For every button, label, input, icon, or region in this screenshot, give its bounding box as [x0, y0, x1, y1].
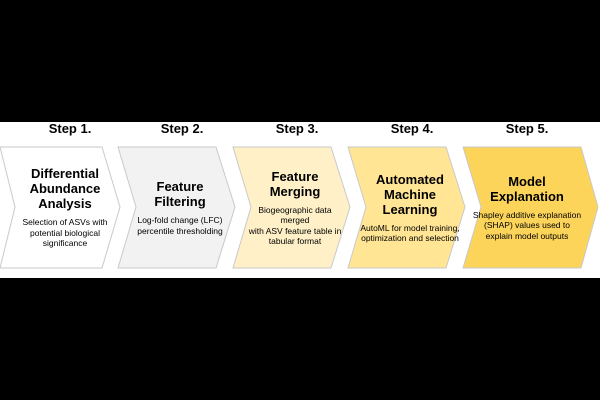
- step-1-desc-line: potential biological: [30, 227, 100, 238]
- step-4-label: Step 4.: [390, 121, 434, 136]
- step-5-title: Model Explanation: [490, 174, 564, 204]
- step-4-content: Automated Machine Learning AutoML for mo…: [358, 147, 462, 268]
- step-2-description: Log-fold change (LFC) percentile thresho…: [137, 215, 223, 236]
- step-4-title-line: Machine: [383, 186, 436, 202]
- step-2-content: Feature Filtering Log-fold change (LFC) …: [130, 147, 230, 268]
- step-2-desc-line: Log-fold change (LFC): [137, 215, 223, 225]
- step-3-title: Feature Merging: [270, 169, 321, 199]
- step-3-title-line: Merging: [269, 183, 321, 199]
- step-5-title-line: Model: [508, 173, 546, 189]
- step-3-description: Biogeographic data merged with ASV featu…: [243, 205, 347, 247]
- step-5-desc-line: explain model outputs: [485, 230, 569, 241]
- step-1-label: Step 1.: [48, 121, 92, 136]
- step-1-description: Selection of ASVs with potential biologi…: [22, 217, 107, 249]
- step-1-title-line: Analysis: [38, 196, 92, 212]
- step-4-title-line: Learning: [382, 201, 438, 217]
- step-3-desc-line: Biogeographic data merged: [258, 204, 332, 226]
- step-5-desc-line: Shapley additive explanation: [472, 209, 582, 220]
- step-3-desc-line: with ASV feature table in: [248, 225, 342, 236]
- step-3-desc-line: tabular format: [268, 236, 322, 246]
- step-3-label: Step 3.: [275, 121, 319, 136]
- step-1-desc-line: significance: [42, 238, 88, 249]
- step-3-content: Feature Merging Biogeographic data merge…: [243, 147, 347, 268]
- step-2-label: Step 2.: [160, 121, 204, 136]
- step-1-title-line: Abundance: [29, 181, 101, 197]
- step-5-desc-line: (SHAP) values used to: [484, 220, 570, 231]
- chevron-flow: [0, 146, 599, 269]
- step-3-title-line: Feature: [271, 168, 319, 184]
- chevron-step-3: [232, 146, 351, 269]
- step-4-title: Automated Machine Learning: [376, 172, 444, 217]
- step-5-label: Step 5.: [505, 121, 549, 136]
- chevron-step-1: [0, 146, 121, 269]
- step-1-title: Differential Abundance Analysis: [30, 166, 101, 211]
- step-1-title-line: Differential: [31, 166, 99, 182]
- step-2-desc-line: percentile thresholding: [137, 225, 223, 236]
- step-5-title-line: Explanation: [490, 188, 564, 204]
- step-2-title-line: Feature: [156, 179, 204, 194]
- step-4-title-line: Automated: [376, 171, 444, 187]
- workflow-diagram: Step 1. Step 2. Step 3. Step 4. Step 5. …: [0, 122, 600, 278]
- step-1-desc-line: Selection of ASVs with: [22, 217, 108, 228]
- step-2-title-line: Filtering: [154, 194, 206, 209]
- step-1-content: Differential Abundance Analysis Selectio…: [14, 147, 116, 268]
- chevron-step-2: [117, 146, 236, 269]
- step-4-desc-line: optimization and selection: [361, 233, 459, 243]
- step-5-description: Shapley additive explanation (SHAP) valu…: [473, 210, 581, 242]
- chevron-step-5: [462, 146, 599, 269]
- step-4-description: AutoML for model training, optimization …: [360, 223, 459, 244]
- step-2-title: Feature Filtering: [154, 179, 205, 209]
- chevron-step-4: [347, 146, 466, 269]
- step-5-content: Model Explanation Shapley additive expla…: [472, 147, 582, 268]
- step-4-desc-line: AutoML for model training,: [360, 222, 460, 233]
